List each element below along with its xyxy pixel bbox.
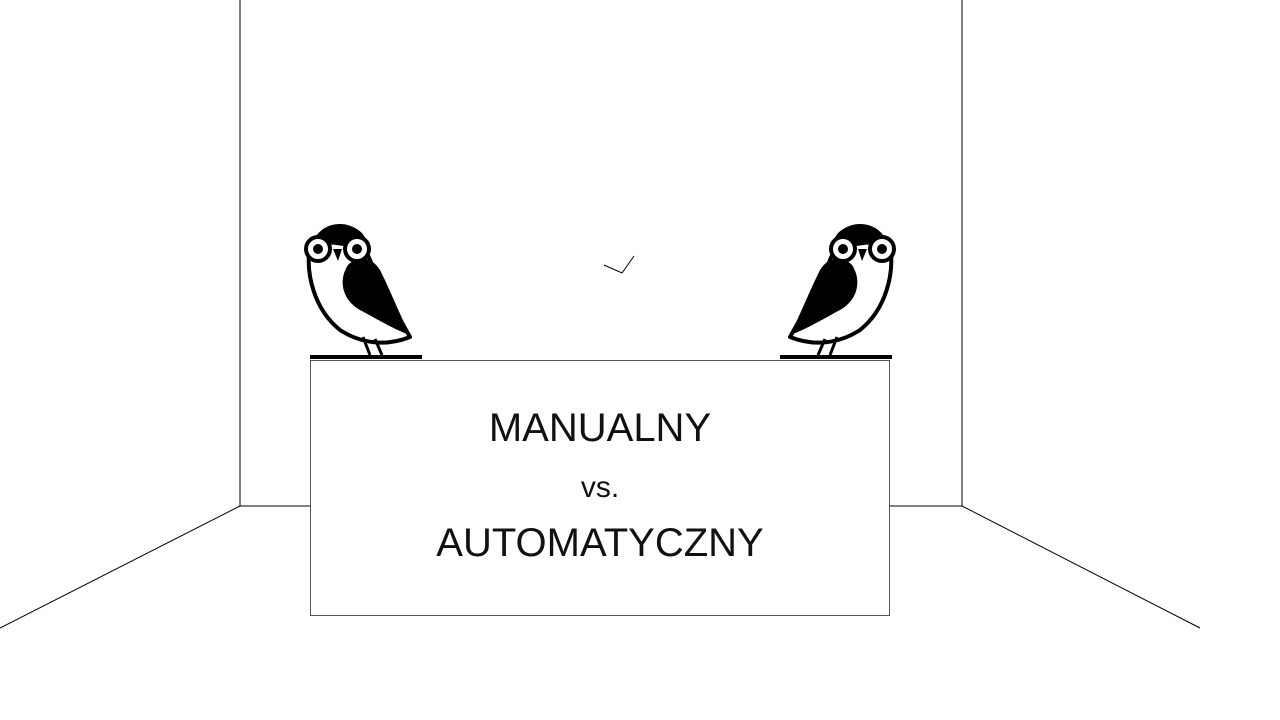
desk: MANUALNY vs. AUTOMATYCZNY — [310, 360, 890, 616]
desk-title-line-2: AUTOMATYCZNY — [436, 521, 764, 565]
floor-right-edge — [961, 505, 1201, 629]
checkmark-icon — [603, 255, 635, 274]
owl-icon — [304, 223, 412, 356]
perch-right — [780, 355, 892, 359]
perch-left — [310, 355, 422, 359]
floor-left-edge — [0, 505, 241, 629]
desk-title-line-1: MANUALNY — [488, 406, 712, 450]
owl-icon — [788, 223, 896, 356]
desk-title-vs: vs. — [580, 471, 620, 504]
